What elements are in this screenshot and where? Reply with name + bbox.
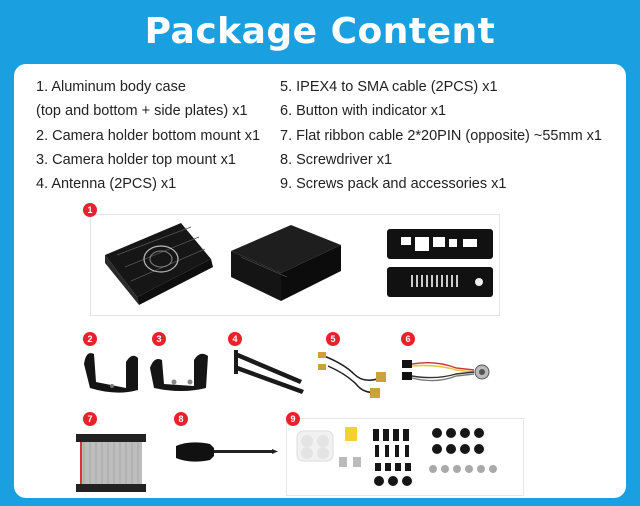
screws-accessories-image — [296, 427, 497, 486]
badge-8: 8 — [174, 412, 188, 426]
antenna-image — [234, 350, 304, 394]
list-item: 2. Camera holder bottom mount x1 — [36, 127, 261, 144]
list-item: 8. Screwdriver x1 — [280, 151, 393, 168]
aluminum-case-image — [105, 223, 493, 305]
list-item: 6. Button with indicator x1 — [280, 103, 447, 120]
button-with-indicator-image — [402, 360, 490, 382]
list-item: 4. Antenna (2PCS) x1 — [36, 176, 177, 193]
list-item: 9. Screws pack and accessories x1 — [280, 176, 507, 193]
camera-holder-top-image — [150, 353, 208, 391]
list-item: (top and bottom + side plates) x1 — [36, 103, 248, 120]
ribbon-cable-image — [76, 434, 146, 492]
badge-6: 6 — [401, 332, 415, 346]
badge-1: 1 — [83, 203, 97, 217]
list-item: 7. Flat ribbon cable 2*20PIN (opposite) … — [280, 127, 602, 144]
badge-3: 3 — [152, 332, 166, 346]
screws-pack-box — [286, 418, 524, 496]
list-item: 3. Camera holder top mount x1 — [36, 151, 236, 168]
page-title: Package Content — [144, 10, 496, 52]
item-list-right: 5. IPEX4 to SMA cable (2PCS) x1 6. Butto… — [280, 75, 602, 196]
badge-2: 2 — [83, 332, 97, 346]
ipex4-sma-cable-image — [318, 352, 386, 398]
list-item: 5. IPEX4 to SMA cable (2PCS) x1 — [280, 79, 498, 95]
camera-holder-bottom-image — [84, 353, 138, 393]
badge-5: 5 — [326, 332, 340, 346]
case-image-box — [90, 214, 500, 316]
content-panel: 1. Aluminum body case (top and bottom + … — [14, 64, 626, 498]
header-banner: Package Content — [0, 0, 640, 62]
badge-4: 4 — [228, 332, 242, 346]
list-item: 1. Aluminum body case — [36, 79, 186, 95]
badge-7: 7 — [83, 412, 97, 426]
badge-9: 9 — [286, 412, 300, 426]
item-list-left: 1. Aluminum body case (top and bottom + … — [36, 75, 260, 196]
screwdriver-image — [176, 442, 278, 462]
